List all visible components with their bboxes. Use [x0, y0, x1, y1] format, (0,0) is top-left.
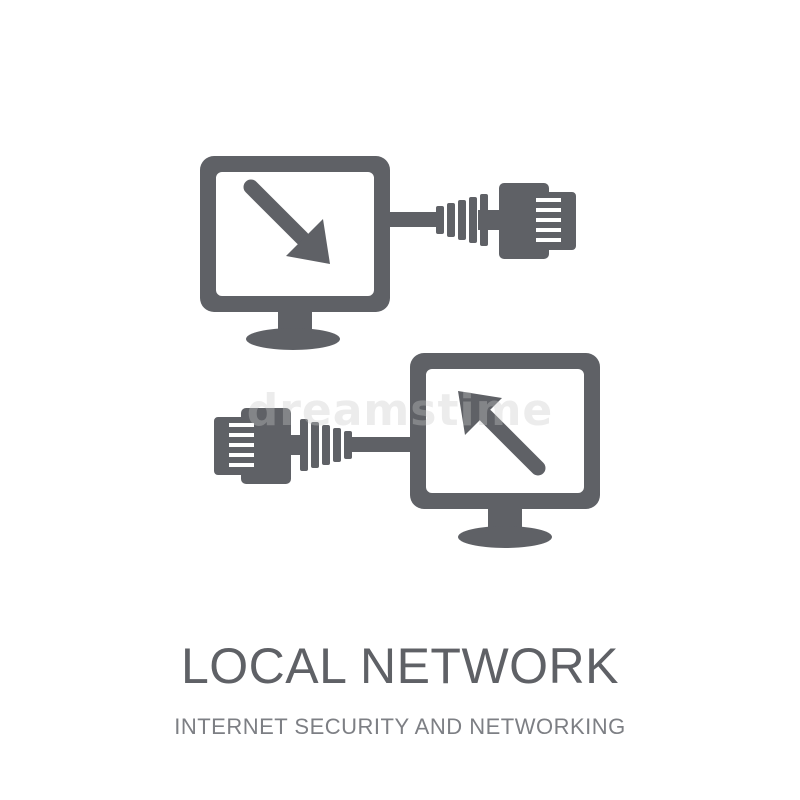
icon-title: LOCAL NETWORK [180, 638, 620, 694]
top-ethernet-plug-icon [388, 183, 576, 259]
arrow-up-left-icon [458, 391, 546, 476]
bottom-ethernet-plug-icon [214, 408, 412, 484]
bottom-monitor-icon [410, 353, 600, 548]
arrow-down-right-icon [243, 179, 330, 264]
icon-subtitle: INTERNET SECURITY AND NETWORKING [174, 714, 626, 739]
top-monitor-icon [200, 156, 390, 350]
